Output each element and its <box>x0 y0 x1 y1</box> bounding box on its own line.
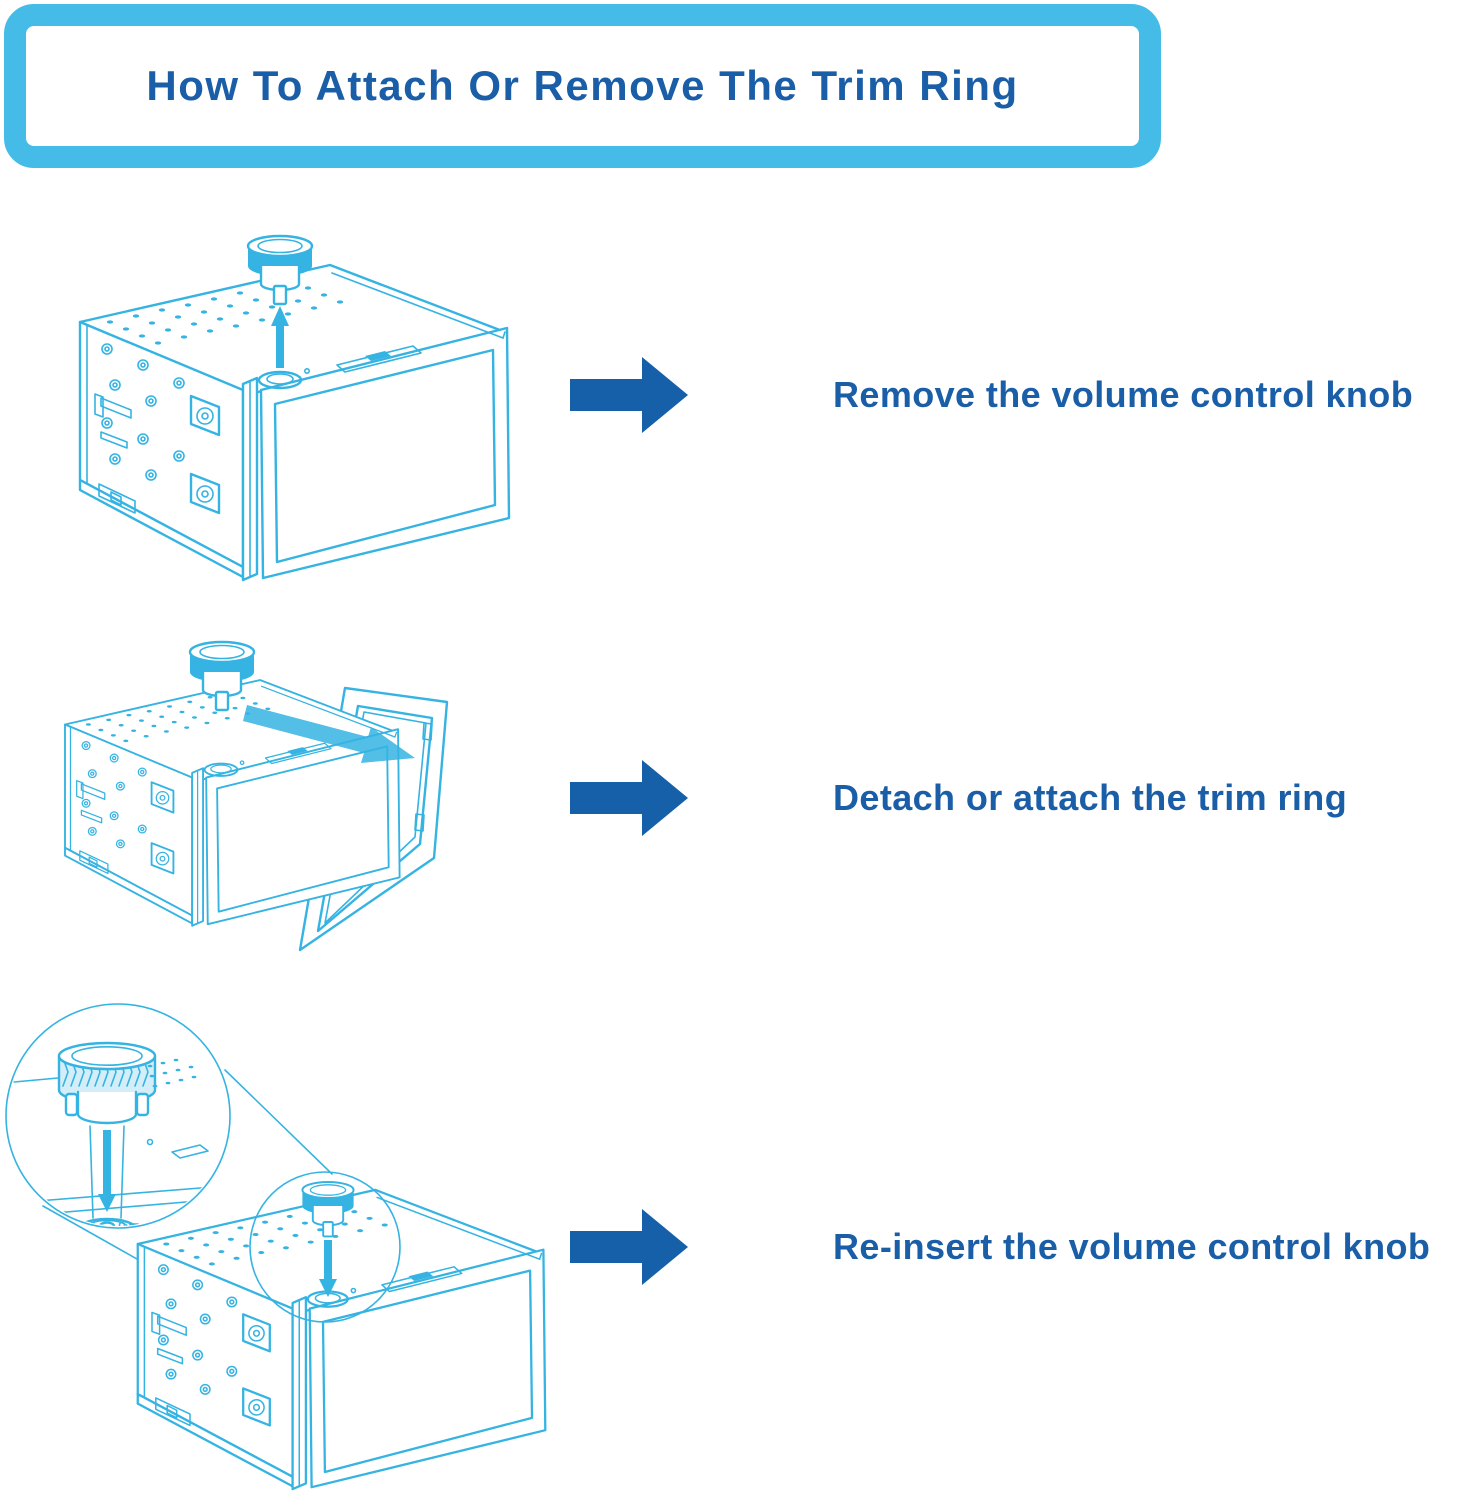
magnified-knob-socket-view <box>13 1041 214 1226</box>
right-arrow-icon <box>570 357 688 433</box>
up-arrow-icon <box>271 306 289 368</box>
head-unit-drawing <box>65 680 400 926</box>
down-arrow-icon <box>319 1240 337 1297</box>
page-title: How To Attach Or Remove The Trim Ring <box>146 62 1019 109</box>
title-banner: How To Attach Or Remove The Trim Ring <box>4 4 1161 168</box>
magnifier-circle <box>5 1003 231 1229</box>
step3-illustration-knob-insertion <box>5 1003 620 1500</box>
right-arrow-icon <box>570 1209 688 1285</box>
step2-label: Detach or attach the trim ring <box>833 777 1348 818</box>
head-unit-drawing <box>80 265 509 580</box>
step1-illustration-knob-removal <box>55 234 555 597</box>
right-arrow-icon <box>570 760 688 836</box>
step2-illustration-trim-ring <box>35 640 449 952</box>
step1-label: Remove the volume control knob <box>833 374 1414 415</box>
callout-circle <box>249 1171 401 1323</box>
magnifier-leader-line <box>224 1069 333 1175</box>
diagonal-arrow-icon <box>243 705 415 763</box>
step3-label: Re-insert the volume control knob <box>833 1226 1431 1267</box>
head-unit-drawing <box>138 1190 546 1489</box>
